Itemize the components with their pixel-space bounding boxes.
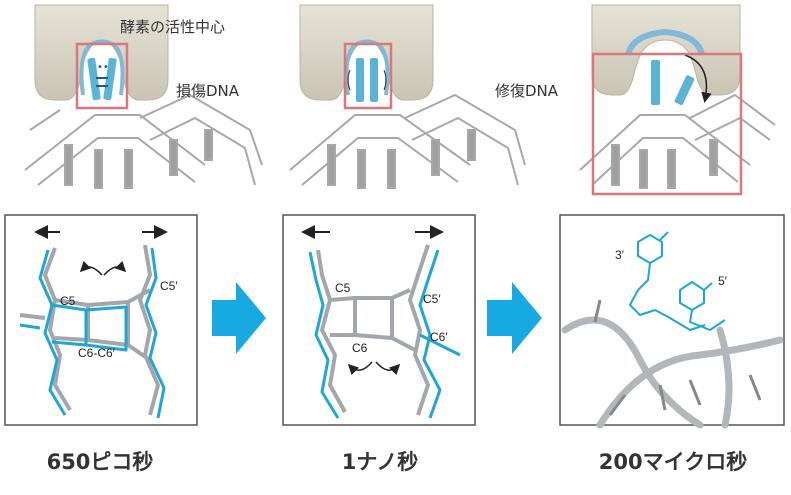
enzyme-1 — [34, 4, 169, 101]
atom-label-c5-prime: C5′ — [160, 279, 178, 293]
atom-label-c6-c6-prime: C6-C6′ — [78, 346, 115, 360]
highlight-box-3 — [591, 52, 743, 196]
structure-1-cyan — [19, 247, 166, 419]
svg-text:••: •• — [97, 62, 109, 73]
time-arrow-2 — [487, 282, 542, 354]
structure-panel-3 — [559, 214, 785, 426]
motion-arrows-2 — [301, 225, 444, 376]
repaired-bases — [651, 54, 712, 106]
separating-bases — [347, 58, 387, 102]
highlight-box-1 — [75, 42, 129, 110]
enzyme-3 — [591, 4, 741, 96]
structure-panel-1 — [4, 214, 198, 426]
dna-helix-3 — [579, 93, 776, 189]
enzyme-2 — [299, 4, 434, 101]
structure-2-gray — [316, 244, 430, 416]
damaged-bases: •• — [87, 57, 117, 101]
time-caption-1: 650ピコ秒 — [46, 450, 154, 474]
repaired-nucleotides — [629, 231, 726, 331]
structure-2-cyan — [308, 249, 461, 419]
damaged-dna-label: 損傷DNA — [176, 82, 240, 100]
end-label-3-prime: 3′ — [615, 248, 624, 262]
repaired-dna-label: 修復DNA — [495, 82, 559, 100]
active-center-label: 酵素の活性中心 — [120, 18, 226, 36]
structure-1-gray — [19, 244, 160, 416]
motion-arrows-1 — [34, 225, 168, 276]
highlight-box-2 — [343, 42, 393, 110]
dna-ribbon-3 — [561, 316, 784, 429]
atom-label-c5: C5 — [60, 294, 76, 308]
atom-label-c5: C5 — [335, 281, 351, 295]
end-label-5-prime: 5′ — [718, 274, 727, 288]
dna-helix-1 — [24, 93, 263, 189]
atom-label-c5-prime: C5′ — [423, 292, 441, 306]
time-arrow-1 — [212, 282, 266, 354]
atom-label-c6-prime: C6′ — [430, 330, 448, 344]
atom-label-c6: C6 — [352, 341, 368, 355]
time-caption-2: 1ナノ秒 — [341, 450, 419, 474]
structure-panel-2 — [282, 214, 476, 426]
time-caption-3: 200マイクロ秒 — [598, 450, 748, 474]
dna-ribbon-3-sticks — [593, 299, 762, 416]
dna-helix-2 — [289, 93, 526, 189]
